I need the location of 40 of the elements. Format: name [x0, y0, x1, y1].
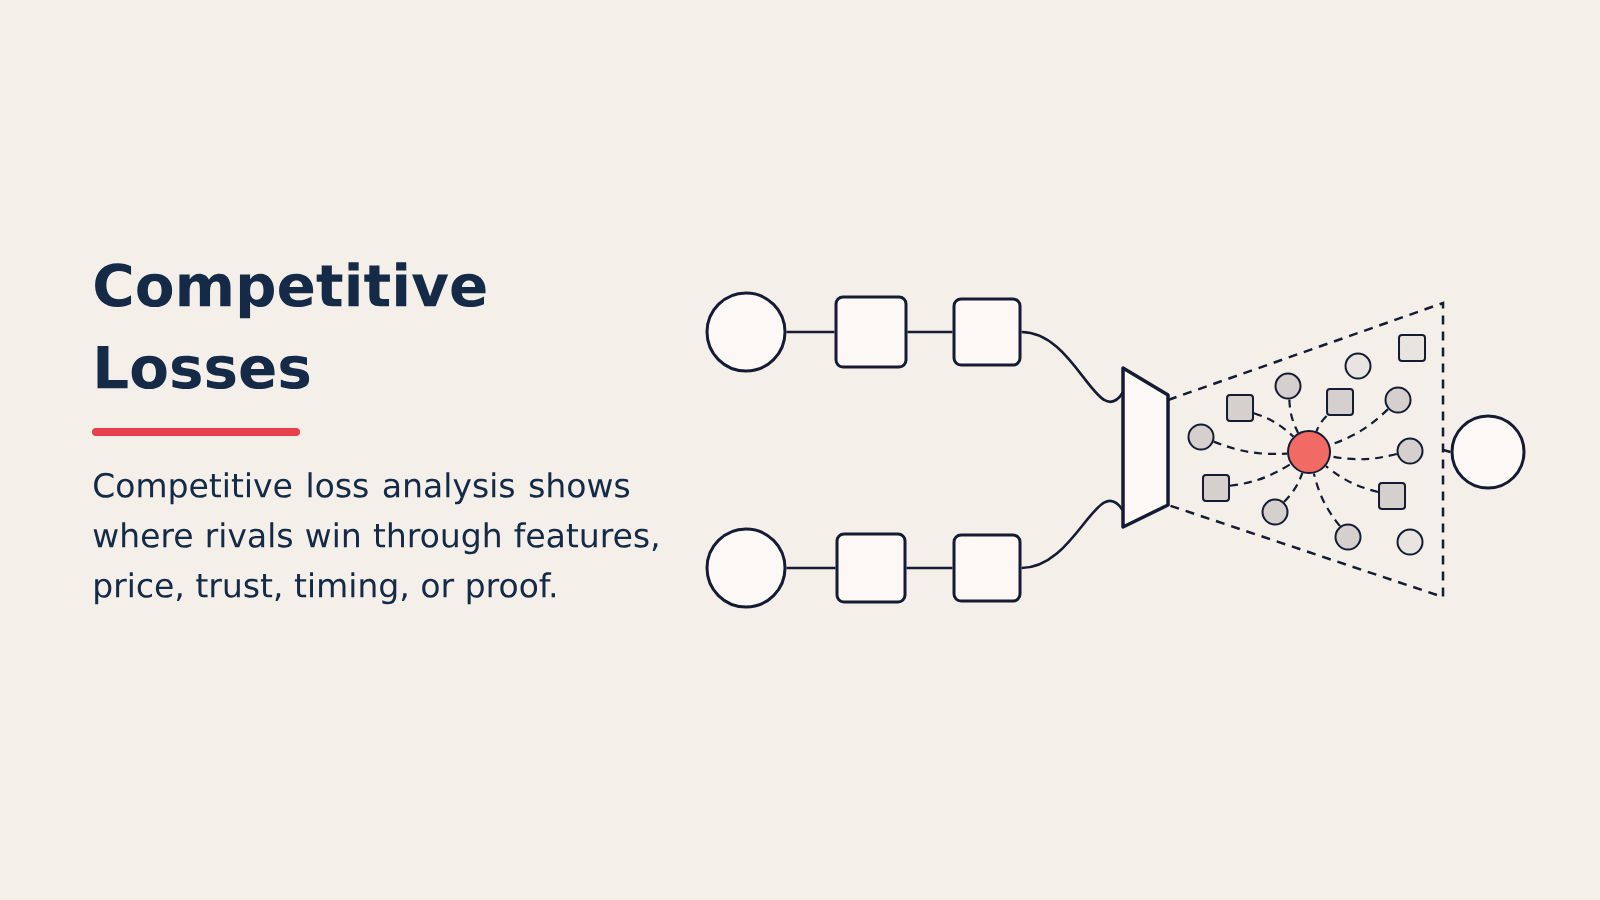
- small-square: [1326, 388, 1354, 416]
- description-text: Competitive loss analysis shows where rivals win through features, price, trust, timing, or proof.: [93, 472, 658, 605]
- connector: [786, 566, 836, 570]
- connector: [1312, 473, 1341, 527]
- small-square: [1226, 394, 1254, 422]
- rounded-square: [834, 295, 908, 369]
- small-circle: [1396, 437, 1424, 465]
- connector: [907, 330, 953, 334]
- connector: [1021, 330, 1124, 403]
- small-circle: [1344, 352, 1372, 380]
- connector: [906, 566, 953, 570]
- rounded-square: [835, 532, 907, 604]
- connector: [1213, 440, 1288, 455]
- small-circle: [1261, 498, 1289, 526]
- small-circle: [1396, 528, 1424, 556]
- small-circle: [1384, 386, 1412, 414]
- circle: [1450, 414, 1526, 490]
- connector: [1325, 465, 1379, 494]
- connector: [1288, 399, 1300, 434]
- connector: [786, 330, 835, 334]
- connector: [1253, 412, 1295, 438]
- connector: [1283, 472, 1304, 503]
- small-square: [1398, 334, 1426, 362]
- small-circle: [1334, 523, 1362, 551]
- connector: [1021, 500, 1124, 570]
- small-square: [1378, 482, 1406, 510]
- title: Competitive Losses: [95, 262, 486, 390]
- rounded-square: [952, 533, 1022, 603]
- connector: [1229, 463, 1292, 487]
- circle: [705, 291, 787, 373]
- hub-circle: [1287, 430, 1331, 474]
- circle: [705, 527, 787, 609]
- connector: [1315, 415, 1328, 432]
- dashed-cone: [1167, 301, 1445, 599]
- connector: [1330, 452, 1398, 461]
- small-circle: [1274, 372, 1302, 400]
- connector: [1442, 448, 1451, 454]
- rounded-square: [952, 297, 1022, 367]
- small-square: [1202, 474, 1230, 502]
- small-circle: [1187, 423, 1215, 451]
